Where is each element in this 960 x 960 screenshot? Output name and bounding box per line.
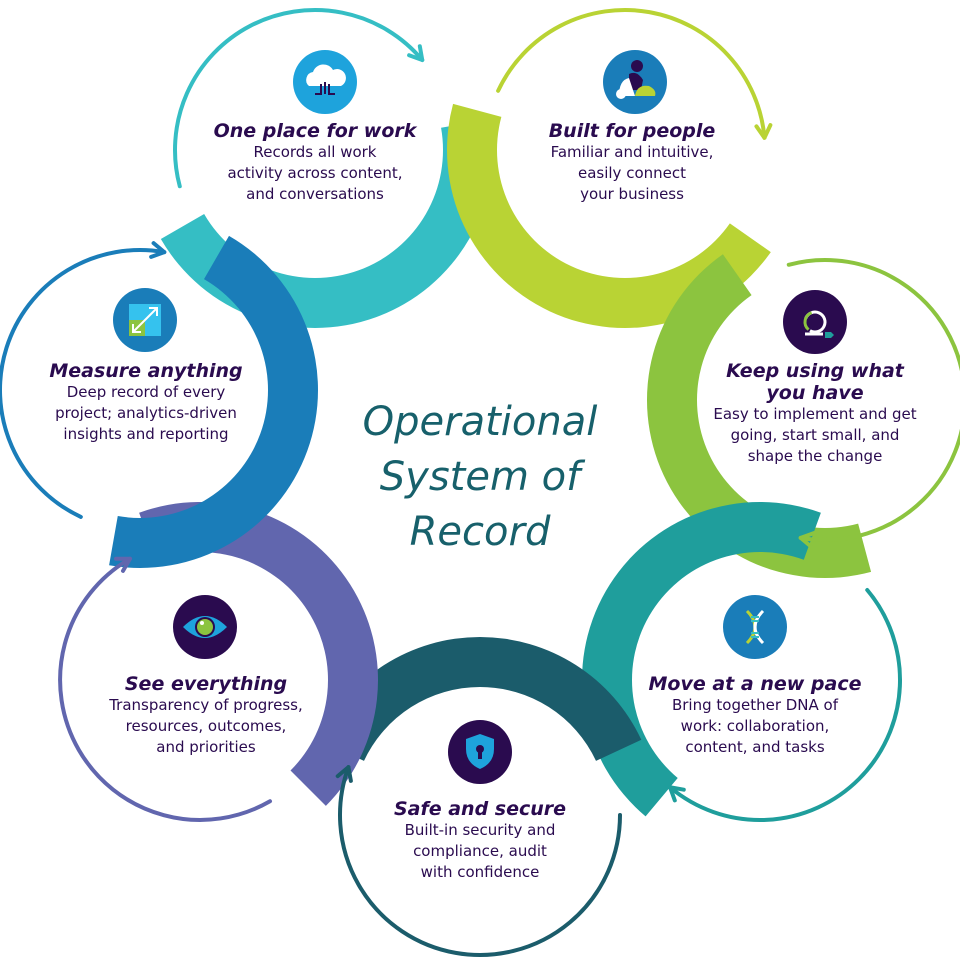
node-desc-line: Records all work bbox=[253, 143, 377, 161]
node-desc-line: Built-in security and bbox=[404, 821, 556, 839]
node-desc-line: Transparency of progress, bbox=[109, 696, 303, 714]
node-title: Keep using what bbox=[726, 360, 904, 382]
node-desc-line: shape the change bbox=[747, 447, 883, 465]
node-title: Safe and secure bbox=[393, 798, 567, 820]
node-move-pace: Move at a new pace Bring together DNA of… bbox=[625, 673, 885, 758]
node-title: See everything bbox=[124, 673, 288, 695]
resize-arrow-icon bbox=[113, 288, 177, 352]
center-title-line3: Record bbox=[409, 509, 551, 555]
cycle-arrow-icon bbox=[783, 290, 847, 354]
cycle-arrow-one-place bbox=[173, 8, 425, 189]
node-measure: Measure anything Deep record of every pr… bbox=[16, 360, 276, 445]
node-one-place: One place for work Records all work acti… bbox=[185, 120, 445, 205]
node-desc-line: project; analytics-driven bbox=[55, 404, 237, 422]
arrowhead-icon bbox=[407, 44, 425, 63]
node-desc-line: with confidence bbox=[420, 863, 540, 881]
arrowhead-icon bbox=[149, 241, 167, 259]
band-measure bbox=[109, 235, 318, 568]
node-keep-using: Keep using what you have Easy to impleme… bbox=[685, 360, 945, 467]
node-built-for-people: Built for people Familiar and intuitive,… bbox=[502, 120, 762, 205]
eye-icon bbox=[173, 595, 237, 659]
arrowhead-icon bbox=[114, 556, 132, 573]
node-title: you have bbox=[766, 382, 864, 404]
node-desc-line: compliance, audit bbox=[413, 842, 547, 860]
node-desc-line: Easy to implement and get bbox=[713, 405, 917, 423]
node-title: Measure anything bbox=[49, 360, 243, 382]
node-desc-line: Bring together DNA of bbox=[671, 696, 839, 714]
node-title: One place for work bbox=[213, 120, 417, 142]
band-move-pace bbox=[582, 502, 821, 817]
cycle-arrow-keep-using bbox=[786, 258, 960, 542]
arrowhead-icon bbox=[754, 123, 773, 140]
shield-lock-icon bbox=[448, 720, 512, 784]
node-desc-line: easily connect bbox=[577, 164, 686, 182]
node-desc-line: work: collaboration, bbox=[680, 717, 830, 735]
node-desc-line: activity across content, bbox=[227, 164, 403, 182]
node-desc-line: insights and reporting bbox=[63, 425, 229, 443]
band-keep-using bbox=[646, 254, 872, 579]
node-desc-line: your business bbox=[580, 185, 684, 203]
node-desc-line: and conversations bbox=[246, 185, 384, 203]
cloud-upload-icon bbox=[293, 50, 357, 114]
arrowhead-icon bbox=[335, 765, 353, 783]
band-built-for-people bbox=[446, 103, 771, 328]
arrowhead-icon bbox=[798, 531, 816, 549]
cycle-arrow-built-for-people bbox=[496, 8, 767, 140]
cycle-arrow-safe-secure bbox=[338, 765, 622, 957]
cycle-arrow-see-everything bbox=[58, 556, 272, 822]
band-safe-secure bbox=[318, 636, 642, 761]
node-desc-line: content, and tasks bbox=[685, 738, 825, 756]
node-see-everything: See everything Transparency of progress,… bbox=[76, 673, 336, 758]
cycle-arrow-move-pace bbox=[668, 588, 902, 822]
band-see-everything bbox=[139, 502, 378, 806]
node-desc-line: and priorities bbox=[156, 738, 256, 756]
node-title: Move at a new pace bbox=[648, 673, 862, 695]
center-title-line2: System of bbox=[379, 454, 581, 500]
center-title-line1: Operational bbox=[362, 399, 598, 445]
node-desc-line: resources, outcomes, bbox=[125, 717, 287, 735]
node-desc-line: Familiar and intuitive, bbox=[550, 143, 714, 161]
cycle-arrow-measure bbox=[0, 248, 167, 519]
people-icon bbox=[603, 50, 667, 114]
node-title: Built for people bbox=[548, 120, 716, 142]
node-desc-line: Deep record of every bbox=[66, 383, 226, 401]
dna-icon bbox=[723, 595, 787, 659]
node-safe-secure: Safe and secure Built-in security and co… bbox=[350, 798, 610, 883]
node-desc-line: going, start small, and bbox=[730, 426, 900, 444]
arrowhead-icon bbox=[668, 785, 686, 803]
center-title: Operational System of Record bbox=[330, 395, 630, 560]
